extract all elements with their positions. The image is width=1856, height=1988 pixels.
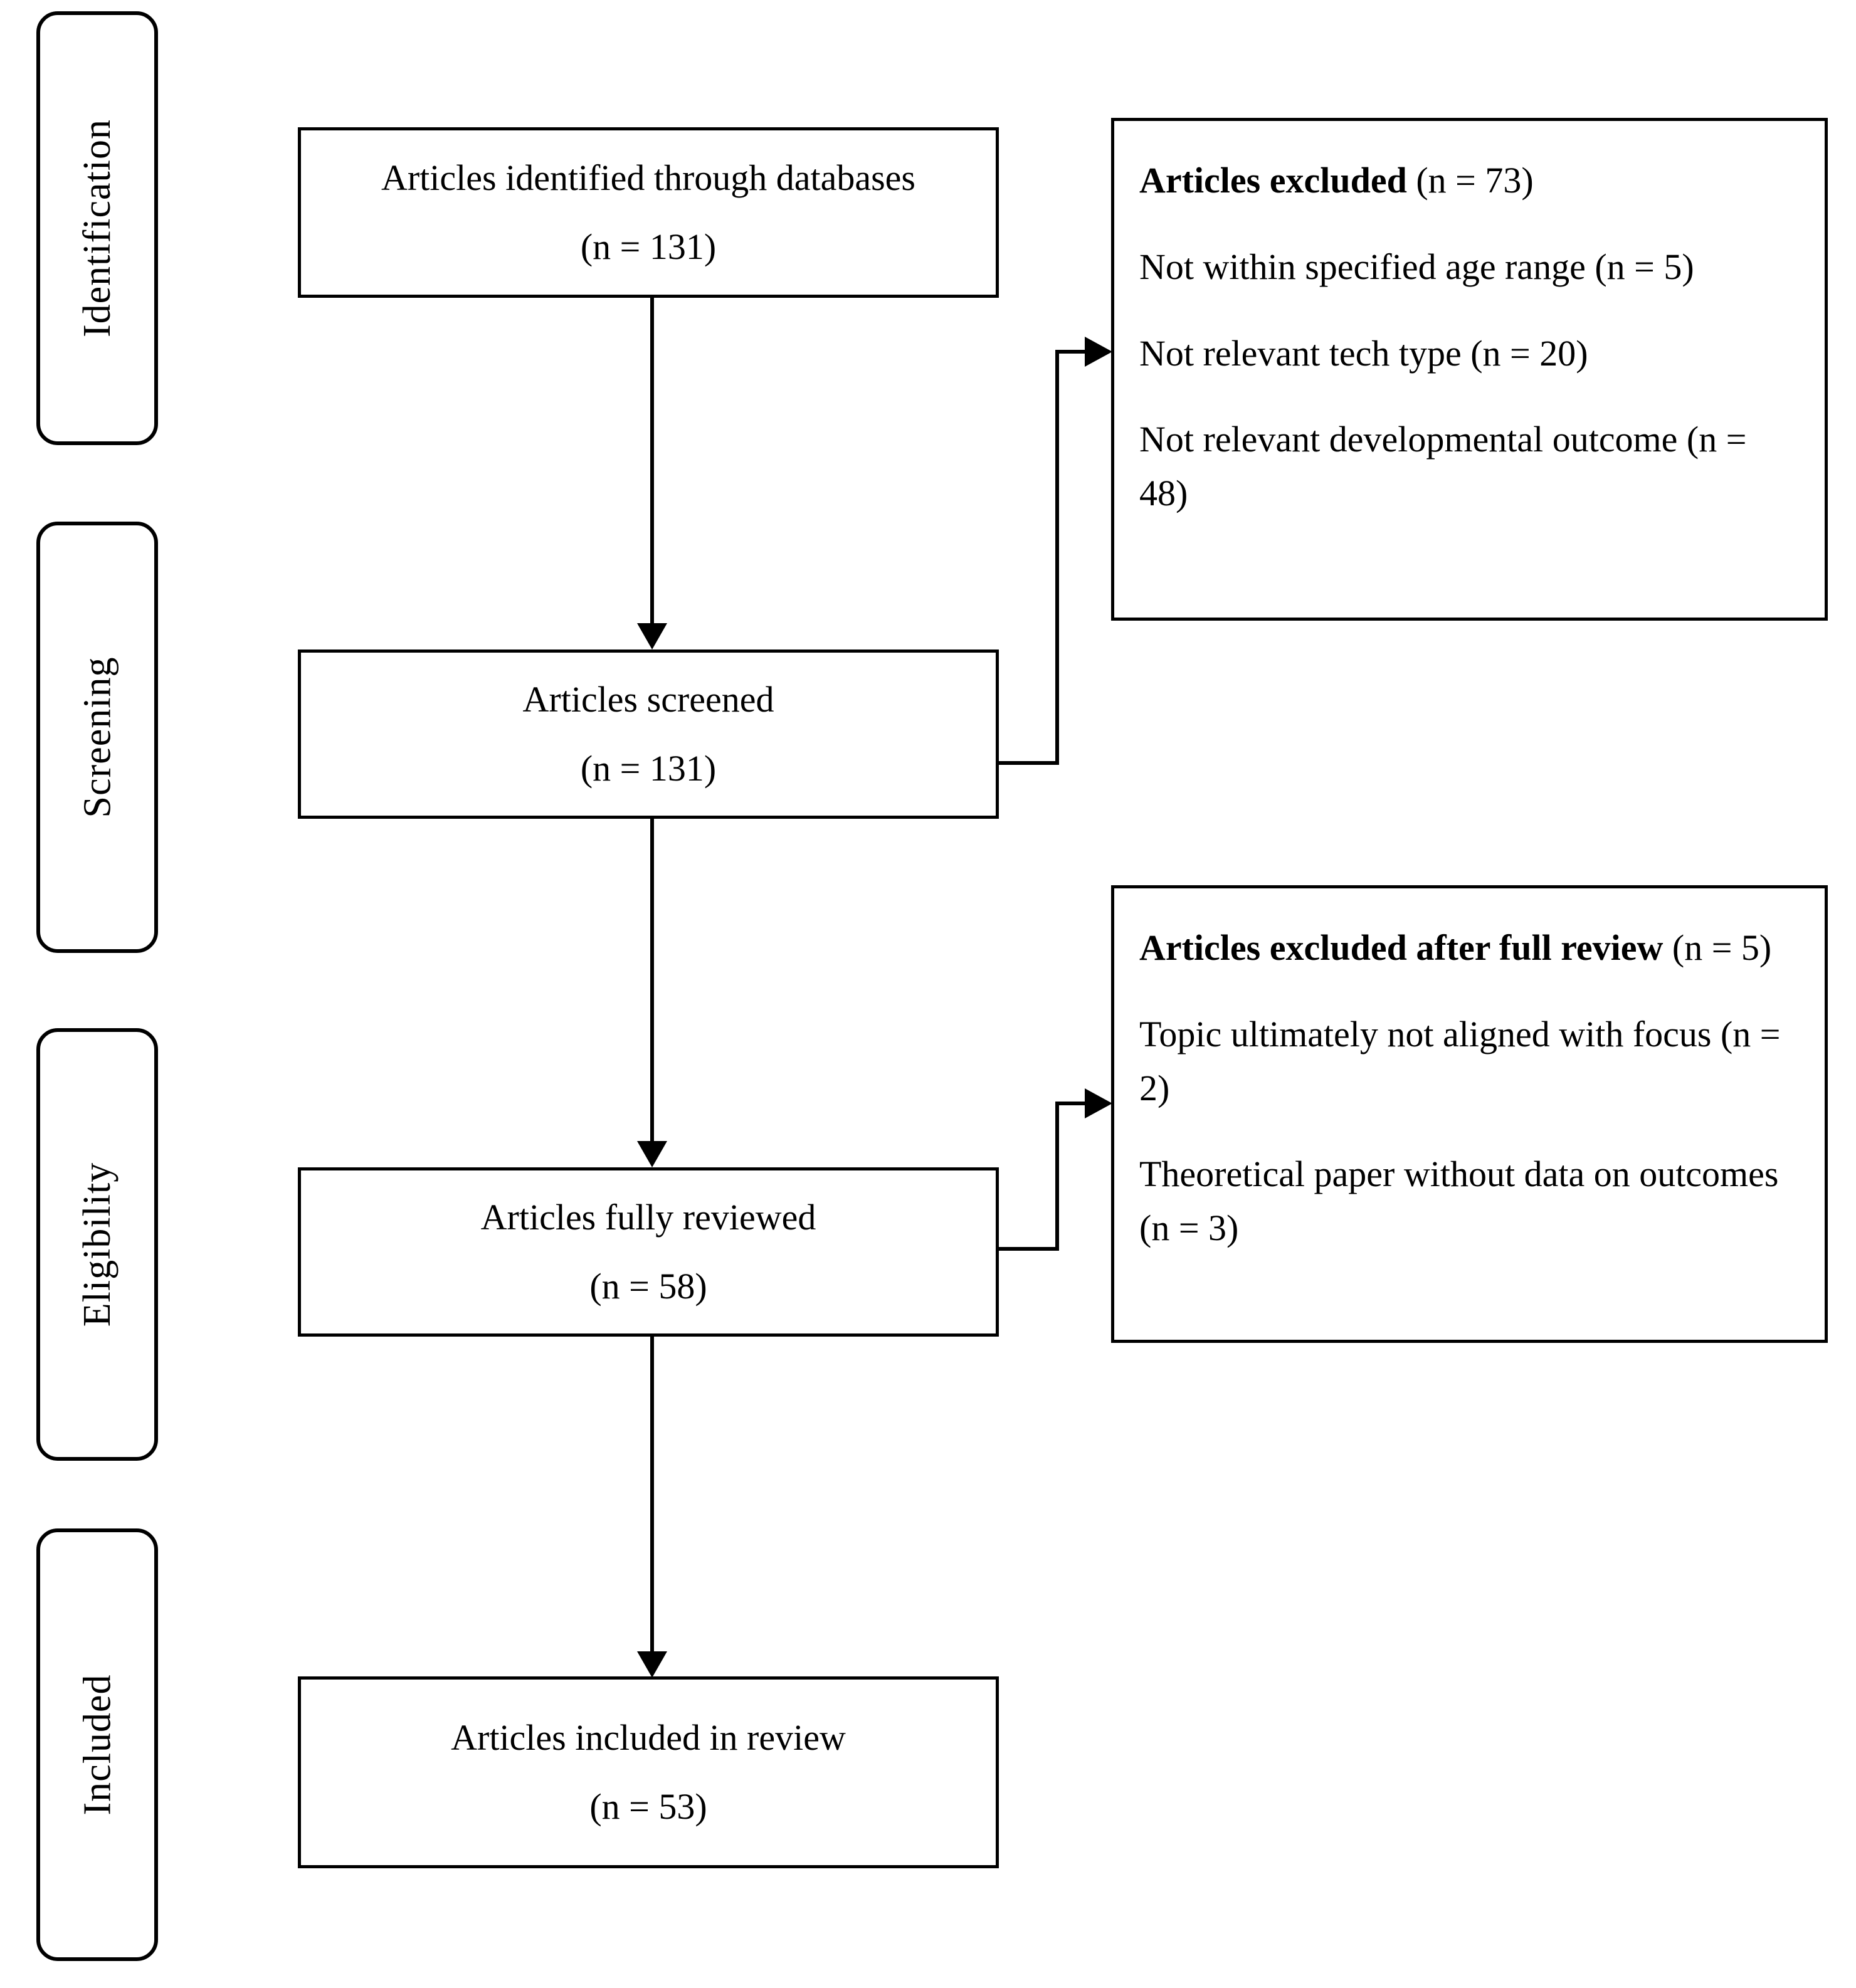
flow-box-fully-reviewed: Articles fully reviewed (n = 58): [298, 1167, 999, 1337]
flow-box-identified-line2: (n = 131): [580, 226, 717, 267]
exclusion-box-full-review-heading: Articles excluded after full review (n =…: [1139, 921, 1800, 975]
exclusion-heading-count: (n = 73): [1406, 160, 1534, 201]
exclusion-reason: Not relevant developmental outcome (n = …: [1139, 419, 1747, 514]
exclusion-heading-count: (n = 5): [1672, 927, 1772, 968]
stage-label-identification-text: Identification: [76, 119, 119, 337]
flow-box-fully-reviewed-line2: (n = 58): [589, 1266, 707, 1307]
arrowhead-screened-to-excluded: [1085, 337, 1112, 367]
exclusion-reason: Theoretical paper without data on outcom…: [1139, 1154, 1779, 1249]
exclusion-reason: Topic ultimately not aligned with focus …: [1139, 1013, 1781, 1108]
arrowhead-screened-to-fully-reviewed: [637, 1141, 667, 1167]
stage-label-identification: Identification: [36, 11, 158, 445]
arrowhead-identified-to-screened: [637, 623, 667, 650]
arrowhead-fully-reviewed-to-excluded: [1085, 1088, 1112, 1118]
exclusion-reason: Not relevant tech type (n = 20): [1139, 332, 1588, 374]
connector-fully-reviewed-to-included: [650, 1336, 654, 1656]
flow-box-identified: Articles identified through databases (n…: [298, 127, 999, 298]
flow-box-included-in-review: Articles included in review (n = 53): [298, 1676, 999, 1868]
flow-box-screened-line2: (n = 131): [580, 748, 717, 789]
flow-box-included-in-review-line1: Articles included in review: [451, 1717, 846, 1758]
connector-fully-reviewed-to-excluded-segment-h2: [1055, 1102, 1094, 1105]
exclusion-heading-text: Articles excluded: [1139, 160, 1407, 201]
stage-label-screening-text: Screening: [76, 656, 119, 818]
stage-label-included: Included: [36, 1528, 158, 1961]
stage-label-eligibility-text: Eligibility: [76, 1162, 119, 1327]
flow-box-identified-line1: Articles identified through databases: [381, 157, 916, 198]
connector-fully-reviewed-to-excluded-segment-h1: [998, 1247, 1059, 1251]
connector-screened-to-excluded-segment-v: [1055, 350, 1059, 765]
flow-box-screened: Articles screened (n = 131): [298, 650, 999, 819]
exclusion-reason: Not within specified age range (n = 5): [1139, 246, 1694, 287]
stage-label-eligibility: Eligibility: [36, 1028, 158, 1461]
stage-label-screening: Screening: [36, 522, 158, 953]
flow-box-screened-line1: Articles screened: [522, 678, 774, 720]
connector-screened-to-fully-reviewed: [650, 818, 654, 1144]
stage-label-included-text: Included: [76, 1674, 119, 1816]
exclusion-box-full-review: Articles excluded after full review (n =…: [1111, 885, 1828, 1343]
flow-box-fully-reviewed-line1: Articles fully reviewed: [480, 1196, 816, 1238]
exclusion-box-screening: Articles excluded (n = 73) Not within sp…: [1111, 118, 1828, 621]
exclusion-box-screening-heading: Articles excluded (n = 73): [1139, 154, 1800, 208]
flow-box-included-in-review-line2: (n = 53): [589, 1786, 707, 1827]
arrowhead-fully-reviewed-to-included: [637, 1651, 667, 1678]
connector-fully-reviewed-to-excluded-segment-v: [1055, 1102, 1059, 1251]
connector-screened-to-excluded-segment-h1: [998, 761, 1059, 765]
exclusion-heading-text: Articles excluded after full review: [1139, 927, 1664, 968]
connector-identified-to-screened: [650, 298, 654, 627]
connector-screened-to-excluded-segment-h2: [1055, 350, 1094, 354]
